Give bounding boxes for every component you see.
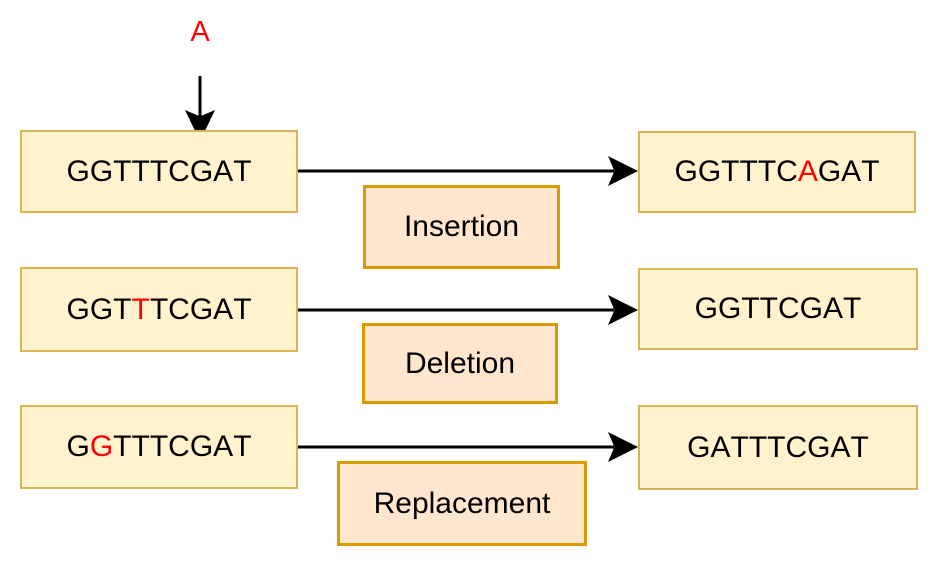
base: G (687, 430, 711, 464)
base: C (777, 292, 800, 325)
base: G (66, 430, 90, 463)
base: T (233, 430, 252, 463)
base: T (843, 292, 862, 325)
deletion-operation-label: Deletion (362, 323, 558, 404)
highlighted-base: T (131, 292, 150, 326)
insertion-right-arrow (298, 155, 639, 187)
insertion-down-arrow (184, 76, 216, 142)
base: G (66, 154, 90, 188)
base: T (149, 430, 169, 463)
base: A (830, 430, 851, 464)
base: C (168, 292, 190, 326)
highlighted-base: A (797, 155, 818, 188)
base: C (785, 430, 808, 464)
base: T (757, 155, 777, 188)
insertion-operation-label: Insertion (363, 185, 560, 269)
deletion-right-arrow (298, 294, 639, 326)
base: G (89, 292, 114, 326)
base: C (168, 430, 190, 463)
base: G (189, 154, 214, 188)
base: T (233, 292, 252, 326)
base: T (131, 430, 150, 463)
base: T (741, 292, 760, 325)
base: T (113, 430, 132, 463)
base: A (213, 292, 234, 326)
base: T (748, 430, 768, 464)
base: A (841, 155, 862, 188)
base: C (776, 155, 798, 188)
base: T (759, 292, 778, 325)
base: T (739, 155, 758, 188)
base: G (717, 292, 742, 325)
base: G (189, 430, 214, 463)
base: A (213, 430, 234, 463)
replacement-right-arrow (298, 431, 639, 463)
base: T (149, 154, 169, 188)
base: G (66, 292, 90, 326)
base: G (817, 155, 842, 188)
base: T (149, 292, 169, 326)
inserted-base-annotation: A (190, 16, 210, 48)
base: A (213, 154, 234, 188)
base: G (807, 430, 831, 464)
base: T (861, 155, 880, 188)
base: G (674, 155, 698, 188)
base: T (767, 430, 786, 464)
base: T (721, 155, 740, 188)
base: G (89, 154, 114, 188)
base: T (233, 154, 252, 188)
base: T (131, 154, 150, 188)
replacement-operation-label: Replacement (337, 461, 587, 546)
base: T (850, 430, 869, 464)
base: T (113, 154, 132, 188)
highlighted-base: G (89, 430, 114, 463)
base: A (710, 430, 731, 464)
base: T (730, 430, 749, 464)
base: G (799, 292, 823, 325)
base: G (697, 155, 722, 188)
base: G (189, 292, 214, 326)
base: G (694, 292, 718, 325)
base: C (168, 154, 190, 188)
base: A (823, 292, 844, 325)
base: T (113, 292, 132, 326)
